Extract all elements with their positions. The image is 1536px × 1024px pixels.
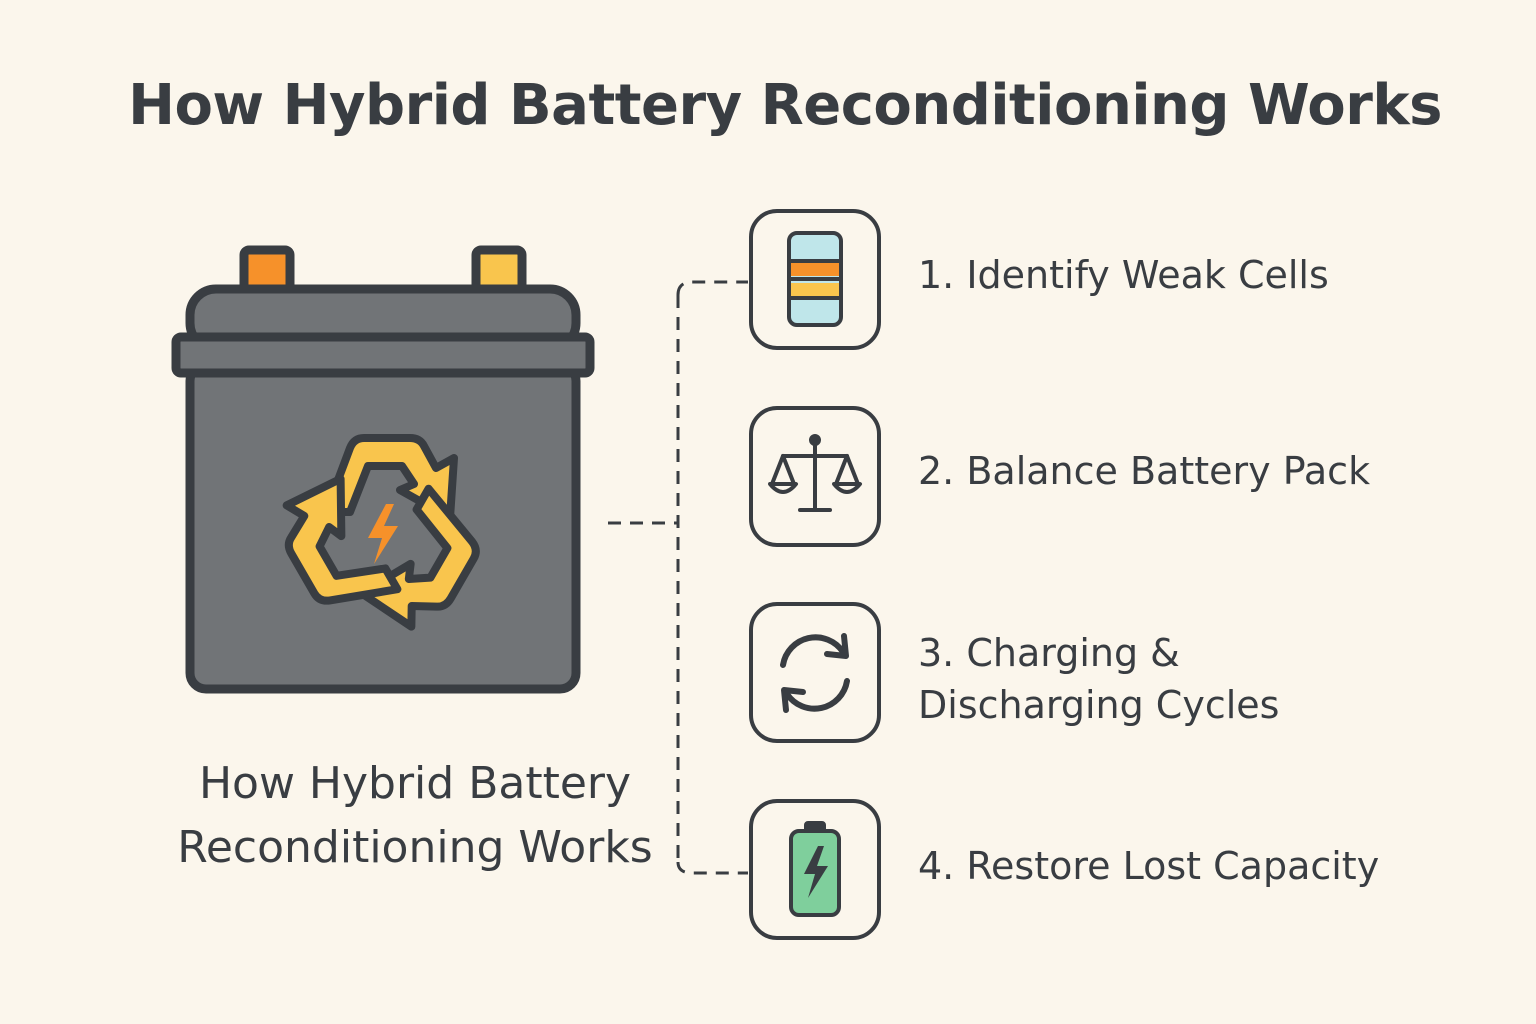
page-title: How Hybrid Battery Reconditioning Works <box>128 73 1442 138</box>
step-icon-box-1 <box>749 209 881 350</box>
battery-caption-line-1: How Hybrid Battery <box>198 758 632 809</box>
connector-step-4 <box>676 861 748 875</box>
step-label-cycles-line-2: Discharging Cycles <box>918 683 1280 727</box>
lightning-bolt <box>368 504 398 564</box>
connector-step-1 <box>676 280 748 296</box>
step-label-cycles: 3. Charging & Discharging Cycles <box>918 627 1279 731</box>
refresh-cycle-icon <box>780 633 850 713</box>
battery-rim <box>171 332 595 378</box>
balance-scale-icon <box>768 434 862 512</box>
recycle-arrows <box>269 434 492 637</box>
step-label-identify: 1. Identify Weak Cells <box>918 253 1329 297</box>
battery-cells-icon <box>787 231 843 327</box>
charging-battery-icon <box>789 821 841 917</box>
battery-caption: How Hybrid Battery Reconditioning Works <box>140 752 690 880</box>
step-label-cycles-line-1: 3. Charging & <box>918 631 1180 675</box>
step-icon-box-4 <box>749 799 881 940</box>
step-label-balance: 2. Balance Battery Pack <box>918 449 1371 493</box>
connector-lines <box>608 280 748 875</box>
recycle-battery-icon <box>171 245 595 694</box>
step-label-restore: 4. Restore Lost Capacity <box>918 844 1380 888</box>
step-icon-box-2 <box>749 406 881 547</box>
battery-caption-line-2: Reconditioning Works <box>177 822 653 873</box>
step-icon-box-3 <box>749 602 881 743</box>
